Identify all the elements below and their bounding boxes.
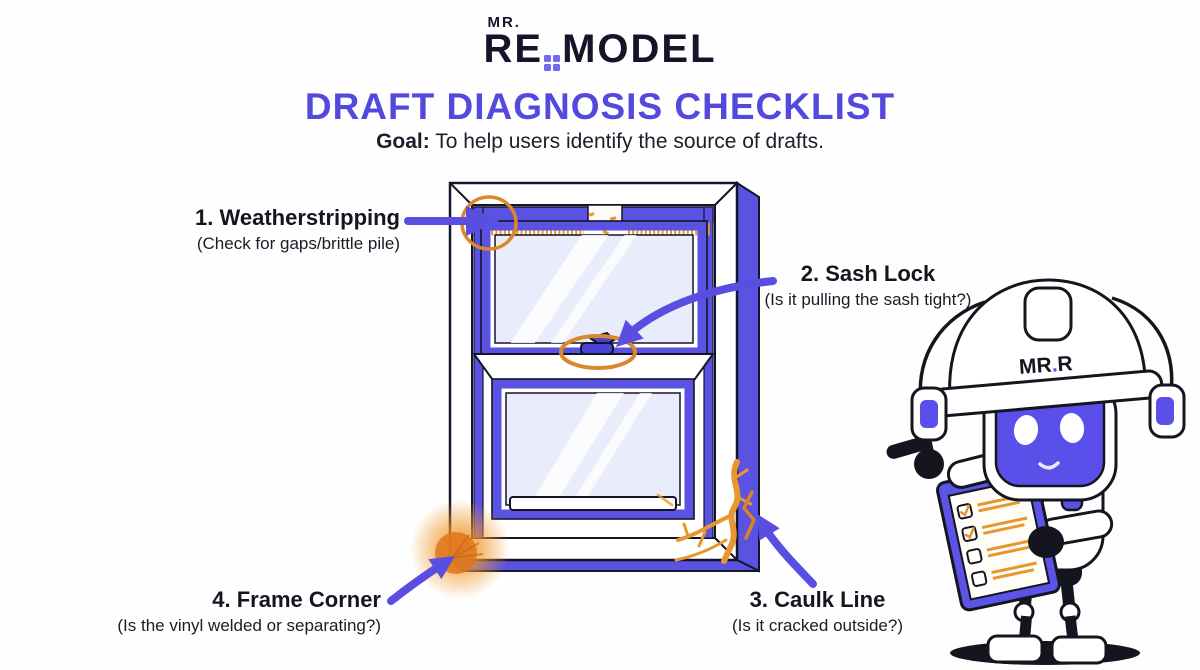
arrow-weatherstripping [404,206,499,236]
arrow-caulk-line [757,514,817,588]
upper-glass-reflections [510,235,637,343]
upper-sash [480,220,708,358]
mascot-boot-left [986,634,1044,664]
window-illustration [410,181,760,599]
window-grid-icon [544,55,561,71]
frame-corner-glow [410,499,510,599]
callout-subtitle: (Is it pulling the sash tight?) [764,290,972,310]
headphone-band-right [1111,296,1174,399]
mascot-shadow [950,641,1140,665]
callout-subtitle: (Check for gaps/brittle pile) [196,234,400,254]
callout-arrows [387,206,817,605]
callout-caulk-line: 3. Caulk Line (Is it cracked outside?) [700,587,935,636]
right-jamb-strip [703,206,714,539]
lower-glass-reflections [529,393,652,505]
mascot-hat-text: MR.R [1018,352,1073,379]
page-subtitle: Goal: To help users identify the source … [0,130,1200,154]
callout-subtitle: (Is it cracked outside?) [731,616,903,636]
callout-title: 3. Caulk Line [749,587,886,612]
callout-weatherstripping: 1. Weatherstripping (Check for gaps/brit… [95,205,400,254]
brand-logo: MR. RE MODEL [0,14,1200,71]
headphone-band-left [918,300,986,401]
brand-logo-mr: MR. [487,14,521,31]
callout-subtitle: (Is the vinyl welded or separating?) [117,616,381,636]
goal-text: To help users identify the source of dra… [429,130,824,153]
goal-label: Goal: [376,130,430,153]
brand-logo-re: RE [483,27,544,71]
sash-lift-rail [509,496,677,511]
arrow-sash-lock [616,277,777,347]
brand-logo-model: MODEL [562,27,717,71]
lower-sash-frame [492,379,694,519]
callout-frame-corner: 4. Frame Corner (Is the vinyl welded or … [78,587,381,636]
ear-cup-right-pad [1156,397,1174,425]
brand-logo-name: RE MODEL [483,27,717,71]
mascot-eye-right [1059,413,1085,443]
arrow-frame-corner [387,556,455,605]
callout-title: 4. Frame Corner [212,587,381,612]
mascot-right-hand [1028,526,1064,558]
mascot-robot: MR.R [886,278,1186,665]
callout-sash-lock: 2. Sash Lock (Is it pulling the sash tig… [740,261,996,310]
mascot-eye-left [1013,415,1039,445]
callout-title: 1. Weatherstripping [195,205,400,230]
mascot-pointing-finger [886,437,928,459]
mascot-smile [1038,461,1060,470]
sash-lock-highlight-circle [559,334,637,370]
ear-cup-left-pad [920,400,938,428]
mascot-head: MR.R [910,278,1186,502]
caulk-cracks [656,459,756,564]
page-title: DRAFT DIAGNOSIS CHECKLIST [304,86,896,127]
hard-hat-ridge [1023,286,1073,342]
mascot-legs [986,579,1108,665]
lower-sash [491,378,695,520]
mascot-boot-right [1050,635,1108,665]
callout-title: 2. Sash Lock [800,261,936,286]
